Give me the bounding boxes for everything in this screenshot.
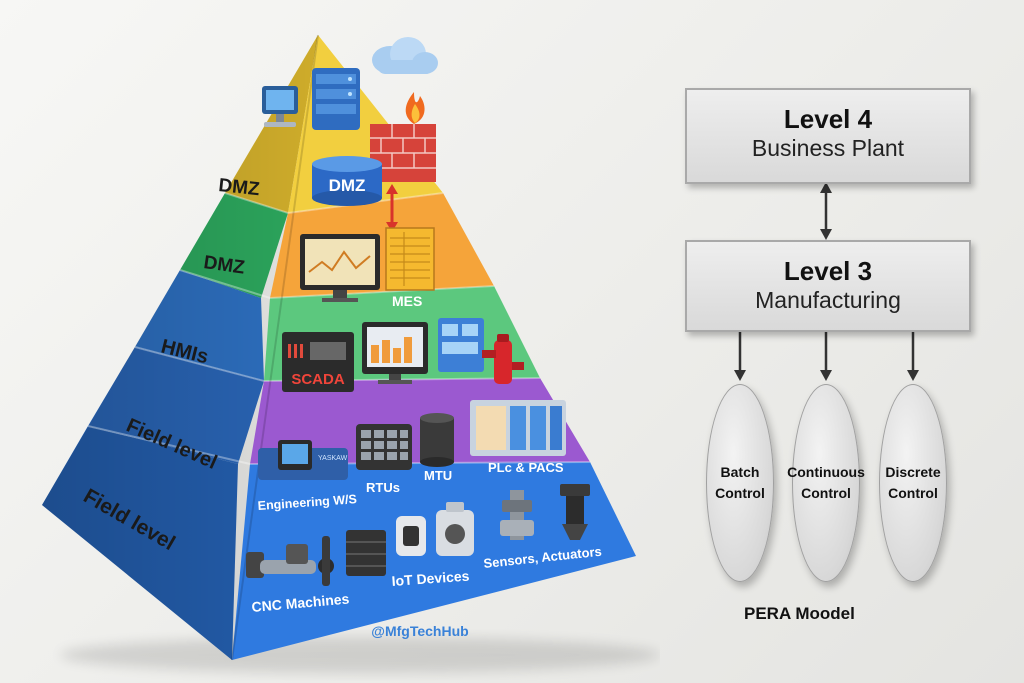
level-3-box: Level 3 Manufacturing bbox=[685, 240, 971, 332]
iot-device-icon bbox=[396, 502, 474, 556]
mtu-cylinder-icon bbox=[420, 413, 454, 467]
server-icon bbox=[312, 68, 360, 130]
hmi-monitor-icon bbox=[362, 322, 428, 384]
iot-label: IoT Devices bbox=[391, 568, 470, 589]
dmz-database-icon: DMZ bbox=[312, 156, 382, 206]
actuator-icon bbox=[560, 484, 590, 540]
plc-rack-icon bbox=[470, 400, 566, 456]
continuous-line1: Continuous bbox=[787, 464, 865, 480]
level-4-box: Level 4 Business Plant bbox=[685, 88, 971, 184]
control-cabinet-icon bbox=[438, 318, 484, 372]
rtu-device-icon bbox=[356, 424, 412, 470]
pera-model-title: PERA Moodel bbox=[744, 604, 855, 623]
scada-label: SCADA bbox=[291, 371, 345, 388]
svg-text:YASKAW: YASKAW bbox=[318, 455, 348, 462]
batch-line2: Control bbox=[715, 485, 765, 501]
batch-line1: Batch bbox=[720, 464, 760, 480]
right-band-blue bbox=[232, 462, 636, 660]
rtus-label: RTUs bbox=[366, 480, 400, 495]
cloud-icon bbox=[372, 37, 438, 74]
left-label-1: DMZ bbox=[217, 175, 261, 200]
monitor-icon bbox=[262, 86, 298, 127]
continuous-line2: Control bbox=[801, 485, 851, 501]
valve-icon bbox=[482, 334, 524, 384]
engineering-label: Engineering W/S bbox=[257, 492, 357, 513]
level-4-title: Level 4 bbox=[783, 104, 873, 134]
cnc-machine-icon bbox=[246, 536, 334, 586]
level-4-subtitle: Business Plant bbox=[751, 135, 905, 161]
chart-monitor-icon bbox=[300, 234, 380, 302]
pyramid-graphic: DMZ DMZ HMIs Field level Field level bbox=[42, 34, 660, 673]
stacked-module-icon bbox=[346, 530, 386, 576]
mtu-label: MTU bbox=[424, 468, 452, 483]
level-3-subtitle: Manufacturing bbox=[755, 287, 901, 313]
flame-icon bbox=[405, 92, 425, 124]
plc-label: PLc & PACS bbox=[488, 460, 564, 475]
level-3-title: Level 3 bbox=[783, 256, 873, 286]
mes-label: MES bbox=[392, 293, 422, 309]
engineering-workstation-icon: YASKAW bbox=[258, 440, 348, 480]
discrete-line1: Discrete bbox=[885, 464, 941, 480]
discrete-line2: Control bbox=[888, 485, 938, 501]
watermark: @MfgTechHub bbox=[371, 623, 468, 639]
dmz-badge-label: DMZ bbox=[329, 176, 366, 195]
mes-panel-icon bbox=[385, 227, 435, 291]
red-bidirectional-arrow bbox=[386, 184, 398, 232]
sensor-icon bbox=[500, 490, 534, 540]
scada-screen-icon: SCADA bbox=[282, 332, 354, 392]
